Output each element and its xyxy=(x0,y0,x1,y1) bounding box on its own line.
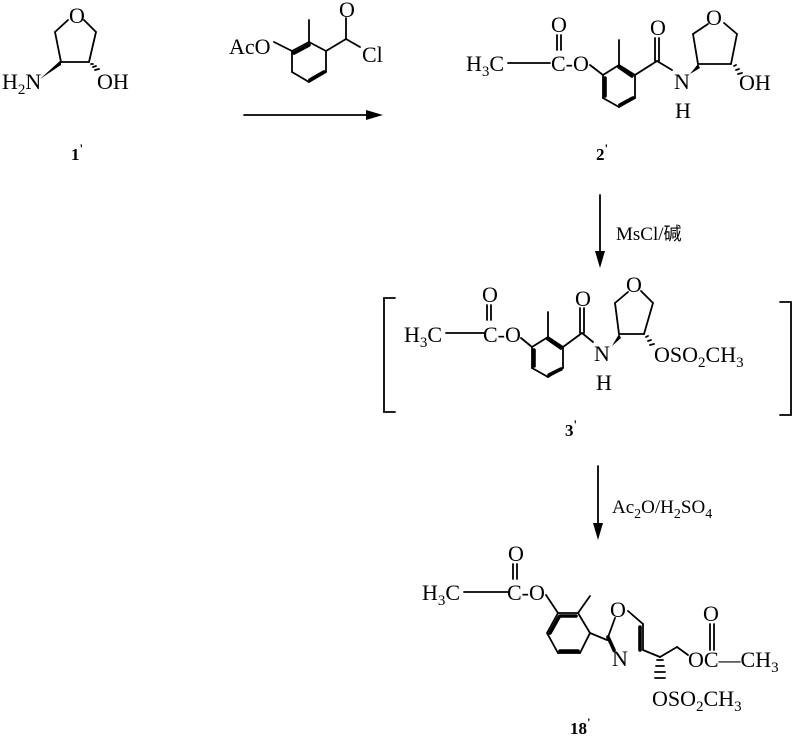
hashed-bond-icon xyxy=(90,63,100,71)
compound-3: H3C C-O O O N H O xyxy=(383,272,792,440)
step2-reagent: MsCl/碱 xyxy=(616,224,682,245)
hashed-bond-icon xyxy=(654,659,666,679)
acetoxy-group: AcO xyxy=(229,34,271,59)
left-bracket xyxy=(383,297,396,413)
hashed-bond-icon xyxy=(733,64,743,75)
wedge-bond-icon xyxy=(612,334,621,346)
ester-carbon: C-O xyxy=(507,580,545,605)
methyl-group: H3C xyxy=(422,580,460,609)
compound-label-2: 2' xyxy=(596,141,608,164)
wedge-bond-icon xyxy=(690,64,700,74)
compound-18: H3C C-O O O N OC—CH3 O xyxy=(422,541,779,738)
compound-2: H3C C-O O O N H O xyxy=(466,5,771,164)
ring-oxygen: O xyxy=(69,3,85,28)
ester-carbonyl-oxygen: O xyxy=(508,541,524,566)
hashed-bond-icon xyxy=(645,335,655,346)
arrow-down-icon xyxy=(593,523,603,540)
amide-hydrogen: H xyxy=(596,370,612,395)
oxazoline-nitrogen: N xyxy=(612,646,628,671)
acetate-carbonyl-oxygen: O xyxy=(703,601,719,626)
amide-oxygen: O xyxy=(650,15,666,40)
mesylate-group: OSO2CH3 xyxy=(654,342,744,371)
ester-carbonyl-oxygen: O xyxy=(482,282,498,307)
carbonyl-oxygen: O xyxy=(339,0,355,22)
methyl-group: H3C xyxy=(404,322,442,351)
reaction-arrow-2: MsCl/碱 xyxy=(595,194,682,268)
acyl-chloride-reagent: AcO O Cl xyxy=(229,0,383,83)
mesylate-group: OSO2CH3 xyxy=(652,686,742,715)
ester-carbon: C-O xyxy=(551,51,589,76)
compound-label-18: 18' xyxy=(570,715,591,738)
amine-group: H2N xyxy=(2,69,41,98)
ester-carbonyl-oxygen: O xyxy=(551,12,567,37)
hydroxyl-group: OH xyxy=(739,70,771,95)
arrow-right-icon xyxy=(366,110,383,120)
reaction-arrow-1 xyxy=(243,110,383,120)
arrow-down-icon xyxy=(595,251,605,268)
compound-label-3: 3' xyxy=(565,417,577,440)
chloride: Cl xyxy=(362,42,383,67)
amide-hydrogen: H xyxy=(675,98,691,123)
compound-1: O H2N OH 1' xyxy=(2,3,129,164)
amide-nitrogen: N xyxy=(674,69,690,94)
compound-label-1: 1' xyxy=(71,141,83,164)
amide-nitrogen: N xyxy=(594,341,610,366)
methyl-group: H3C xyxy=(466,51,504,80)
oxazoline-oxygen: O xyxy=(610,597,626,622)
step3-reagent: Ac2O/H2SO4 xyxy=(612,497,712,522)
hydroxyl-group: OH xyxy=(97,69,129,94)
wedge-bond-icon xyxy=(40,60,61,79)
acetate-group: OC—CH3 xyxy=(688,647,779,676)
right-bracket xyxy=(779,301,792,416)
ester-carbon: C-O xyxy=(483,322,521,347)
ring-oxygen: O xyxy=(706,5,722,30)
amide-oxygen: O xyxy=(575,286,591,311)
reaction-arrow-3: Ac2O/H2SO4 xyxy=(593,465,712,540)
ring-oxygen: O xyxy=(626,272,642,297)
